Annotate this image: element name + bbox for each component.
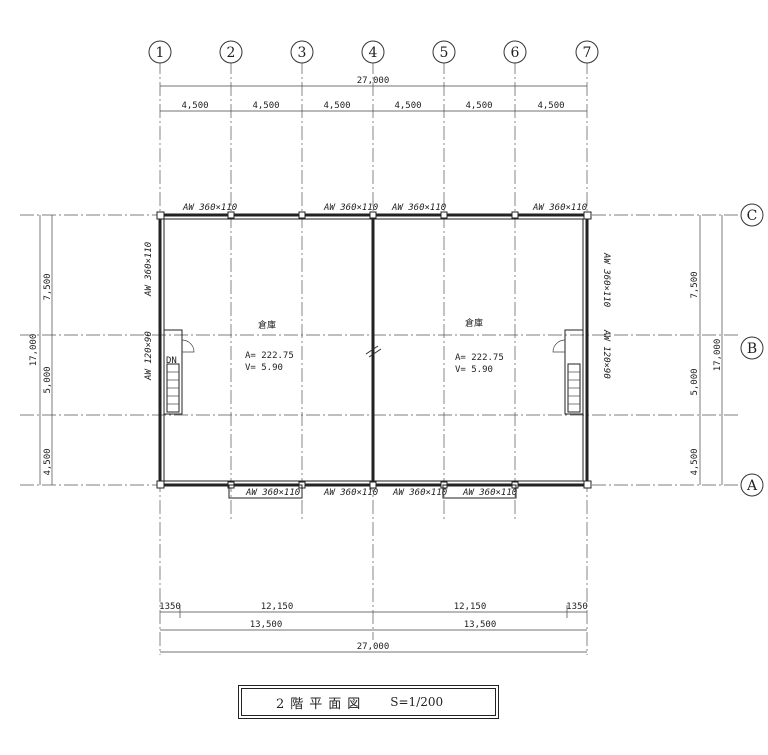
stair-dn-label: DN xyxy=(166,356,177,366)
dim-bottom-half-right: 13,500 xyxy=(464,620,497,630)
window-label-bottom-1: AW 360×110 xyxy=(245,488,300,498)
dim-right-span-2: 5,000 xyxy=(690,368,700,395)
room-name-right: 倉庫 xyxy=(465,317,483,329)
grid-label-6: 6 xyxy=(511,45,520,61)
grid-bubble-2 xyxy=(219,40,243,64)
bottom-windows: AW 360×110 AW 360×110 AW 360×110 AW 360×… xyxy=(228,484,517,499)
dim-right-span-3: 4,500 xyxy=(690,448,700,475)
grid-bubble-5 xyxy=(432,40,456,64)
dim-top-span-3: 4,500 xyxy=(323,101,350,111)
dim-top-span-6: 4,500 xyxy=(537,101,564,111)
dim-bottom-small-left: 1350 xyxy=(159,602,181,612)
grid-label-2: 2 xyxy=(227,45,236,61)
row-bubbles: C B A xyxy=(740,203,764,497)
grid-label-c: C xyxy=(747,208,758,224)
top-windows: AW 360×110 AW 360×110 AW 360×110 AW 360×… xyxy=(182,203,587,213)
left-dimensions: 17,000 7,500 5,000 4,500 xyxy=(29,215,53,485)
grid-bubble-a xyxy=(740,473,764,497)
left-windows: AW 360×110 AW 120×90 xyxy=(144,242,154,381)
grid-label-a: A xyxy=(746,478,758,494)
left-stair: DN xyxy=(163,329,195,415)
window-label-bottom-2: AW 360×110 xyxy=(323,488,378,498)
window-label-top-1: AW 360×110 xyxy=(182,203,237,213)
window-label-bottom-3: AW 360×110 xyxy=(392,488,447,498)
dim-left-total: 17,000 xyxy=(29,334,39,367)
window-label-right-1: AW 360×110 xyxy=(601,252,611,307)
room-area-left: A= 222.75 xyxy=(245,351,294,361)
grid-bubble-1 xyxy=(148,40,172,64)
dim-right-total: 17,000 xyxy=(713,339,723,372)
dim-top-total: 27,000 xyxy=(357,76,390,86)
grid-label-5: 5 xyxy=(440,45,449,61)
top-dimensions: 27,000 4,500 4,500 4,500 4,500 4,500 4,5… xyxy=(160,76,587,112)
grid-bubble-3 xyxy=(290,40,314,64)
window-label-bottom-4: AW 360×110 xyxy=(462,488,517,498)
dim-top-span-2: 4,500 xyxy=(252,101,279,111)
grid-bubble-7 xyxy=(575,40,599,64)
room-name-left: 倉庫 xyxy=(258,319,276,331)
room-labels: 倉庫 A= 222.75 V= 5.90 倉庫 A= 222.75 V= 5.9… xyxy=(245,317,504,375)
window-label-top-3: AW 360×110 xyxy=(391,203,446,213)
grid-label-1: 1 xyxy=(156,45,165,61)
dim-bottom-total: 27,000 xyxy=(357,642,390,652)
column-bubbles: 1 2 3 4 5 6 7 xyxy=(148,40,599,64)
room-area-right: A= 222.75 xyxy=(455,353,504,363)
dim-right-span-1: 7,500 xyxy=(690,271,700,298)
grid-label-b: B xyxy=(747,341,757,357)
grid-label-7: 7 xyxy=(583,45,592,61)
window-label-left-2: AW 120×90 xyxy=(144,331,154,381)
dim-top-span-4: 4,500 xyxy=(394,101,421,111)
dim-left-span-3: 4,500 xyxy=(43,448,53,475)
dim-bottom-inner-right: 12,150 xyxy=(454,602,487,612)
room-volume-left: V= 5.90 xyxy=(245,363,283,373)
right-windows: AW 360×110 AW 120×90 xyxy=(601,252,611,379)
dim-bottom-half-left: 13,500 xyxy=(250,620,283,630)
dim-top-span-1: 4,500 xyxy=(181,101,208,111)
dim-bottom-inner-left: 12,150 xyxy=(261,602,294,612)
dim-left-span-1: 7,500 xyxy=(43,273,53,300)
dim-bottom-small-right: 1350 xyxy=(566,602,588,612)
right-stair xyxy=(552,329,584,415)
grid-bubble-4 xyxy=(361,40,385,64)
dim-top-span-5: 4,500 xyxy=(465,101,492,111)
grid-bubble-c xyxy=(740,203,764,227)
window-label-top-4: AW 360×110 xyxy=(532,203,587,213)
building-outline xyxy=(158,213,589,487)
window-label-top-2: AW 360×110 xyxy=(323,203,378,213)
bottom-dimensions: 1350 12,150 12,150 1350 13,500 13,500 27… xyxy=(159,602,588,653)
drawing-title-block: 2階平面図 S=1/200 xyxy=(238,685,499,719)
room-volume-right: V= 5.90 xyxy=(455,365,493,375)
grid-bubble-6 xyxy=(503,40,527,64)
right-dimensions: 7,500 5,000 4,500 17,000 xyxy=(690,215,723,485)
drawing-title: 2階平面図 xyxy=(276,696,367,712)
window-label-left-1: AW 360×110 xyxy=(144,242,154,297)
dim-left-span-2: 5,000 xyxy=(43,366,53,393)
grid-bubble-b xyxy=(740,336,764,360)
grid-label-3: 3 xyxy=(298,45,307,61)
drawing-scale: S=1/200 xyxy=(390,695,444,709)
grid-label-4: 4 xyxy=(369,45,378,61)
window-label-right-2: AW 120×90 xyxy=(601,329,611,379)
